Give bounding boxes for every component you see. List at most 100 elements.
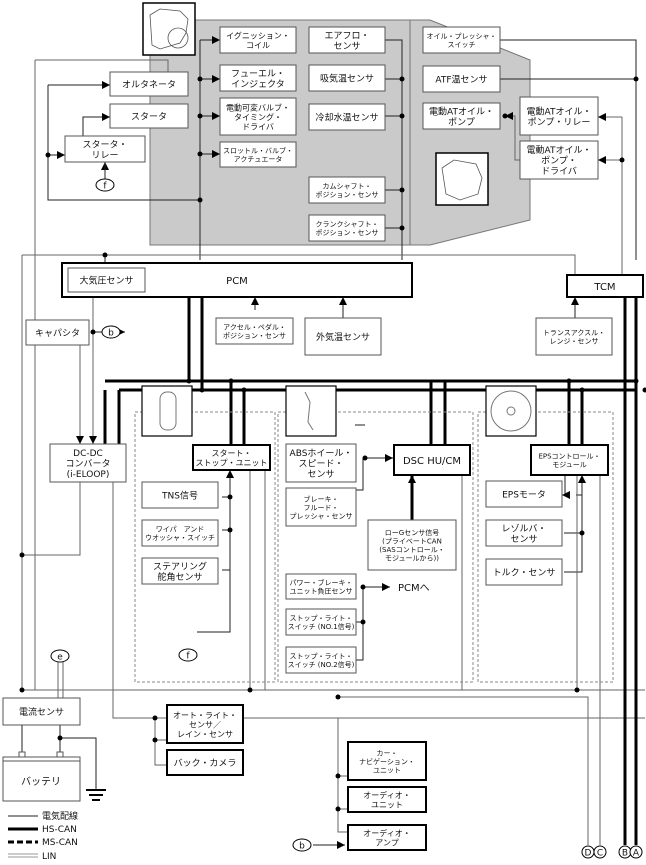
svg-text:B: B <box>622 849 628 859</box>
arrow-head <box>382 583 390 591</box>
junction-dot <box>619 157 625 163</box>
accel-pedal-sensor-box: アクセル・ペダル・ポジション・センサ <box>215 317 294 345</box>
legend: 電気配線 HS-CAN MS-CAN LIN <box>8 810 78 862</box>
coolant-temp-sensor-label: 冷却水温センサ <box>315 112 378 124</box>
torque-sensor-label: トルク・センサ <box>493 568 556 579</box>
starter-relay-box: スタータ・リレー <box>64 135 146 163</box>
fuel-injector-box: フューエル・インジェクタ <box>219 64 297 92</box>
cam-position-sensor-box: カムシャフト・ポジション・センサ <box>308 176 386 204</box>
legend-label-hs-can: HS-CAN <box>42 825 77 835</box>
svg-text:f: f <box>186 652 190 662</box>
junction-dot <box>399 225 405 231</box>
at-oil-pump-driver-label: ポンプ・ <box>541 156 577 167</box>
tns-signal-box: TNS信号 <box>141 481 219 509</box>
arrow-head <box>598 113 606 121</box>
junction-dot <box>574 687 580 693</box>
vvt-driver-label: 電動可変バルブ・ <box>226 102 290 112</box>
start-stop-unit-box: スタート・ストップ・ユニット <box>192 444 271 471</box>
brake-fluid-sensor-label: プレッシャ・センサ <box>290 512 353 520</box>
junction-dots <box>19 76 646 812</box>
transmission-area <box>409 19 531 246</box>
auto-light-sensor-box: オート・ライト・センサ／レイン・センサ <box>166 704 244 744</box>
arrow-head <box>337 841 345 849</box>
arrow-head <box>505 112 513 120</box>
svg-text:C: C <box>597 849 603 859</box>
starter-label: スタータ <box>131 112 167 123</box>
legend-label-lin: LIN <box>42 852 56 862</box>
dsc-zone <box>277 411 474 683</box>
arrow-head <box>212 75 220 83</box>
junction-dot <box>241 387 247 393</box>
junction-dot <box>579 387 585 393</box>
low-g-signal-label: (SASコントロール・ <box>379 546 445 554</box>
atf-temp-sensor-label: ATF温センサ <box>435 75 487 86</box>
throttle-actuator-box: スロットル・バルブ・アクチュエータ <box>219 141 297 168</box>
audio-amp-label: アンプ <box>375 839 398 848</box>
eps-zone <box>477 411 614 683</box>
alternator-label: オルタネータ <box>122 80 176 91</box>
cam-position-sensor-label: カムシャフト・ <box>323 183 372 191</box>
coolant-temp-sensor-box: 冷却水温センサ <box>308 103 386 131</box>
crank-position-sensor-label: クランクシャフト・ <box>316 221 379 229</box>
connector-a: A <box>629 845 643 859</box>
accel-pedal-sensor-label: ポジション・センサ <box>223 332 286 340</box>
low-g-signal-label: ローGセンサ信号 <box>385 528 439 537</box>
stop-light-switch-1-label: スイッチ (NO.1信号) <box>288 622 355 631</box>
accel-pedal-sensor-label: アクセル・ペダル・ <box>223 323 286 332</box>
junction-dot <box>19 687 25 693</box>
junction-dot <box>633 378 639 384</box>
eps-module-label: EPSコントロール・ <box>538 453 600 461</box>
connector-b: b <box>101 325 121 339</box>
abs-sensor-box: ABSホイール・スピード・センサ <box>285 443 357 483</box>
at-oil-pump-relay-label: 電動ATオイル・ <box>527 106 592 117</box>
junction-dot <box>633 76 639 82</box>
airflow-sensor-label: センサ <box>333 41 360 52</box>
car-navigation-label: ユニット <box>373 766 401 774</box>
eps-module-label: モジュール <box>552 461 587 469</box>
svg-text:f: f <box>103 182 107 192</box>
svg-text:e: e <box>57 653 63 663</box>
audio-amp-label: オーディオ・ <box>363 828 410 838</box>
junction-dot <box>399 113 405 119</box>
cam-position-sensor-label: ポジション・センサ <box>316 191 379 199</box>
current-sensor-box: 電流センサ <box>2 697 81 726</box>
junction-dot <box>360 619 366 625</box>
eps-module-box: EPSコントロール・モジュール <box>530 444 609 476</box>
at-oil-pump-driver-label: ドライバ <box>541 166 577 177</box>
abs-sensor-label: センサ <box>307 469 334 480</box>
capacitor-label: キャパシタ <box>35 328 80 339</box>
audio-amp-box: オーディオ・アンプ <box>347 824 427 851</box>
audio-unit-label: ユニット <box>371 801 403 810</box>
range-sensor-label: レンジ・センサ <box>550 338 599 346</box>
junction-dot <box>335 806 341 812</box>
auto-light-sensor-label: センサ／ <box>189 720 221 729</box>
connector-e: e <box>50 649 70 663</box>
low-g-signal-label: (プライベートCAN <box>382 538 442 546</box>
oil-pressure-switch-label: スイッチ <box>448 41 476 49</box>
tcm-label: TCM <box>593 282 615 293</box>
brake-vacuum-sensor-box: パワー・ブレーキ・ユニット負圧センサ <box>285 573 357 600</box>
svg-text:b: b <box>299 842 305 852</box>
junction-dot <box>360 584 366 590</box>
brake-fluid-sensor-label: フルード・ <box>304 504 339 512</box>
junction-dot <box>227 527 233 533</box>
start-stop-unit-label: ストップ・ユニット <box>196 459 268 468</box>
resolver-sensor-label: レゾルバ・ <box>501 523 546 534</box>
junction-dot <box>228 378 234 384</box>
junction-dot <box>197 197 203 203</box>
stop-light-switch-2-label: ストップ・ライト・ <box>290 653 353 661</box>
junction-dot <box>399 76 405 82</box>
capacitor-box: キャパシタ <box>25 319 90 346</box>
starter-relay-label: スタータ・ <box>82 139 127 150</box>
junction-dot <box>197 113 203 119</box>
svg-text:A: A <box>633 849 640 859</box>
hs-can-lines <box>103 297 638 845</box>
junction-dot <box>186 378 192 384</box>
dcdc-converter-label: (i-ELOOP) <box>67 470 110 480</box>
junction-dot <box>362 455 368 461</box>
airflow-sensor-label: エアフロ・ <box>324 31 369 41</box>
arrow-head <box>571 297 579 305</box>
at-oil-pump-label: ポンプ <box>448 117 475 128</box>
